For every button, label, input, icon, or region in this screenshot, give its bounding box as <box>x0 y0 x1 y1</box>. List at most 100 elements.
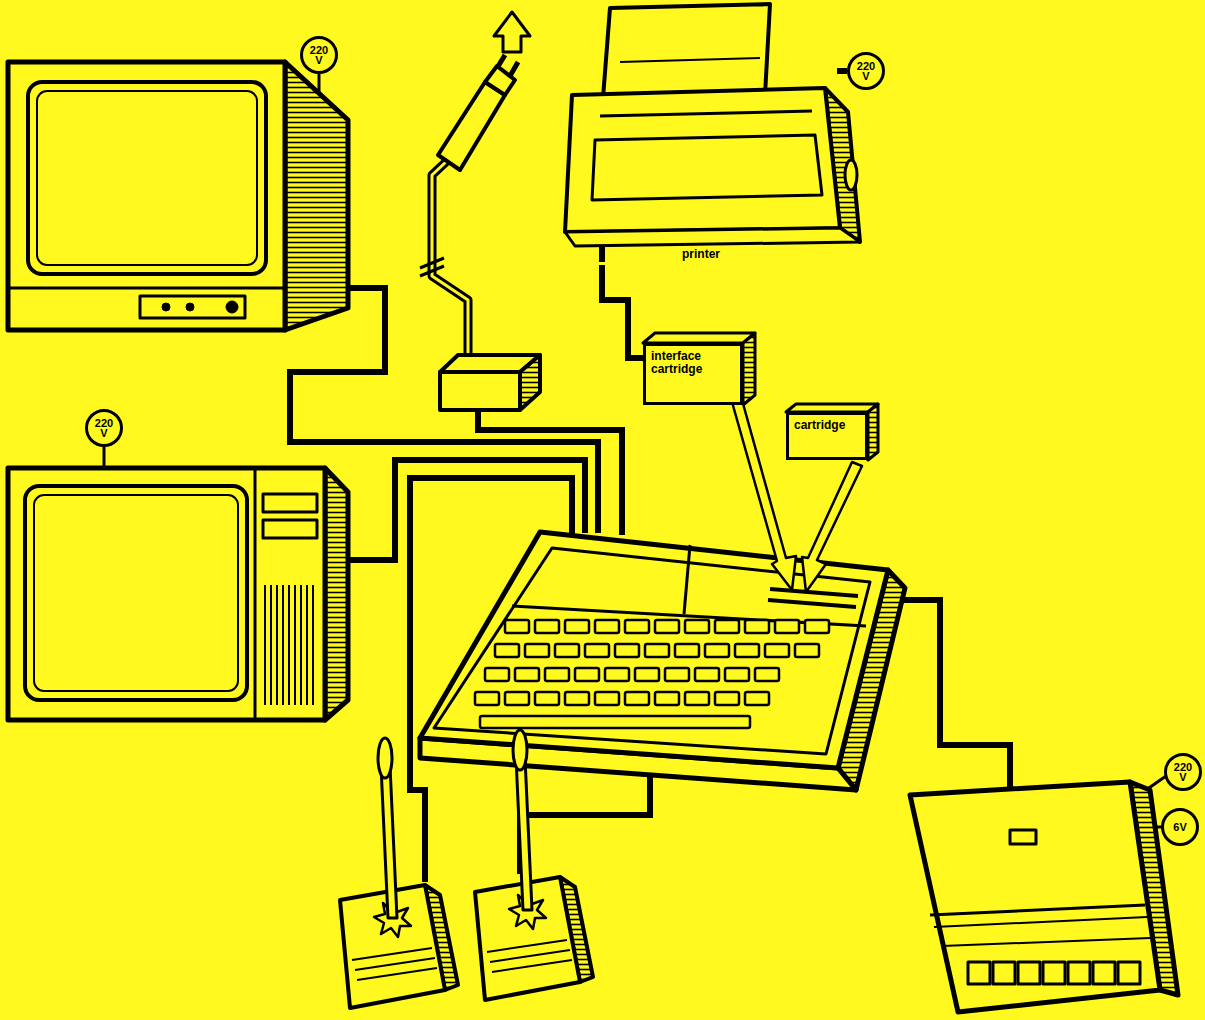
cartridge-box: cartridge <box>786 412 868 460</box>
monitor <box>140 296 245 318</box>
keyboard-keys <box>565 692 589 705</box>
keyboard-keys <box>480 716 750 728</box>
joystick <box>492 960 572 972</box>
power-plug <box>432 160 468 355</box>
television <box>325 468 348 720</box>
joystick <box>513 730 527 770</box>
node-text: 220 V <box>308 45 330 65</box>
power-plug <box>438 82 505 170</box>
node-text: 220 V <box>1172 762 1194 782</box>
keyboard-keys <box>545 668 569 681</box>
keyboard-keys <box>795 644 819 657</box>
cartridge-3d <box>786 404 878 412</box>
cartridge-3d <box>868 404 878 460</box>
cassette-recorder <box>934 917 1147 927</box>
keyboard-keys <box>675 644 699 657</box>
node-text: interface cartridge <box>651 349 702 376</box>
keyboard-keys <box>555 644 579 657</box>
voltage-circle: 6V <box>1161 808 1199 846</box>
wires <box>290 240 1010 882</box>
node-text: printer <box>565 248 837 261</box>
power-plug <box>432 160 468 355</box>
joystick <box>355 958 435 970</box>
keyboard-keys <box>665 668 689 681</box>
cassette-recorder <box>968 962 1140 984</box>
power-plug <box>510 62 518 76</box>
monitor <box>8 287 285 290</box>
computer <box>768 600 856 607</box>
joystick <box>475 730 593 1000</box>
cassette-recorder <box>1018 962 1040 984</box>
cassette-recorder <box>1043 962 1065 984</box>
power-plug <box>420 12 530 355</box>
keyboard-keys <box>725 668 749 681</box>
power-plug <box>420 266 444 276</box>
cable-connector <box>602 265 643 358</box>
keyboard-keys <box>775 620 799 633</box>
television <box>263 520 317 538</box>
joystick <box>378 738 392 778</box>
television <box>254 468 257 720</box>
keyboard-keys <box>495 644 519 657</box>
keyboard-keys <box>655 692 679 705</box>
television <box>300 585 302 705</box>
keyboard-keys <box>635 668 659 681</box>
power-adapter <box>440 355 540 410</box>
television <box>306 585 308 705</box>
insert-arrows <box>732 400 862 592</box>
keyboard-keys <box>735 644 759 657</box>
keyboard-keys <box>605 668 629 681</box>
monitor <box>186 303 194 311</box>
keyboard-keys <box>655 620 679 633</box>
cassette-recorder <box>942 938 1150 946</box>
cassette-recorder <box>1068 962 1090 984</box>
television <box>34 495 238 691</box>
node-text: 220 V <box>855 61 877 81</box>
keyboard-keys <box>535 620 559 633</box>
joystick <box>516 758 532 910</box>
voltage-circle: 220 V <box>1164 753 1202 791</box>
keyboard-keys <box>745 692 769 705</box>
cable-connector <box>837 68 847 74</box>
power-plug <box>497 55 505 68</box>
keyboard-keys <box>625 692 649 705</box>
joystick <box>490 950 570 962</box>
keyboard-keys <box>515 668 539 681</box>
television <box>264 585 266 705</box>
television <box>282 585 284 705</box>
cassette-recorder <box>993 962 1015 984</box>
printer-drawing <box>592 135 822 200</box>
cassette-recorder <box>968 962 990 984</box>
keyboard-keys <box>625 620 649 633</box>
keyboard-keys <box>595 692 619 705</box>
keyboard-keys <box>685 692 709 705</box>
cassette-recorder <box>1010 830 1036 844</box>
cartridge-3d <box>643 333 878 460</box>
television <box>263 494 317 512</box>
television <box>294 585 296 705</box>
wires <box>478 410 622 535</box>
keyboard-keys <box>715 620 739 633</box>
voltage-circle: 220 V <box>300 36 338 74</box>
cartridge-3d <box>743 333 755 405</box>
television <box>312 585 314 705</box>
cassette-recorder <box>1118 962 1140 984</box>
monitor <box>226 301 238 313</box>
node-text: 6V <box>1169 822 1191 832</box>
joystick <box>487 940 567 952</box>
power-adapter <box>520 355 540 410</box>
cassette-recorder <box>930 905 1145 915</box>
insert-arrows <box>802 462 862 592</box>
television <box>265 585 313 705</box>
node-text: cartridge <box>794 418 845 432</box>
printer-drawing <box>603 4 770 98</box>
cassette-recorder <box>1146 776 1166 790</box>
wires <box>520 776 650 874</box>
computer <box>420 532 905 790</box>
printer-drawing <box>565 228 860 246</box>
keyboard-keys <box>595 620 619 633</box>
cassette-recorder <box>1093 962 1115 984</box>
keyboard-keys <box>805 620 829 633</box>
